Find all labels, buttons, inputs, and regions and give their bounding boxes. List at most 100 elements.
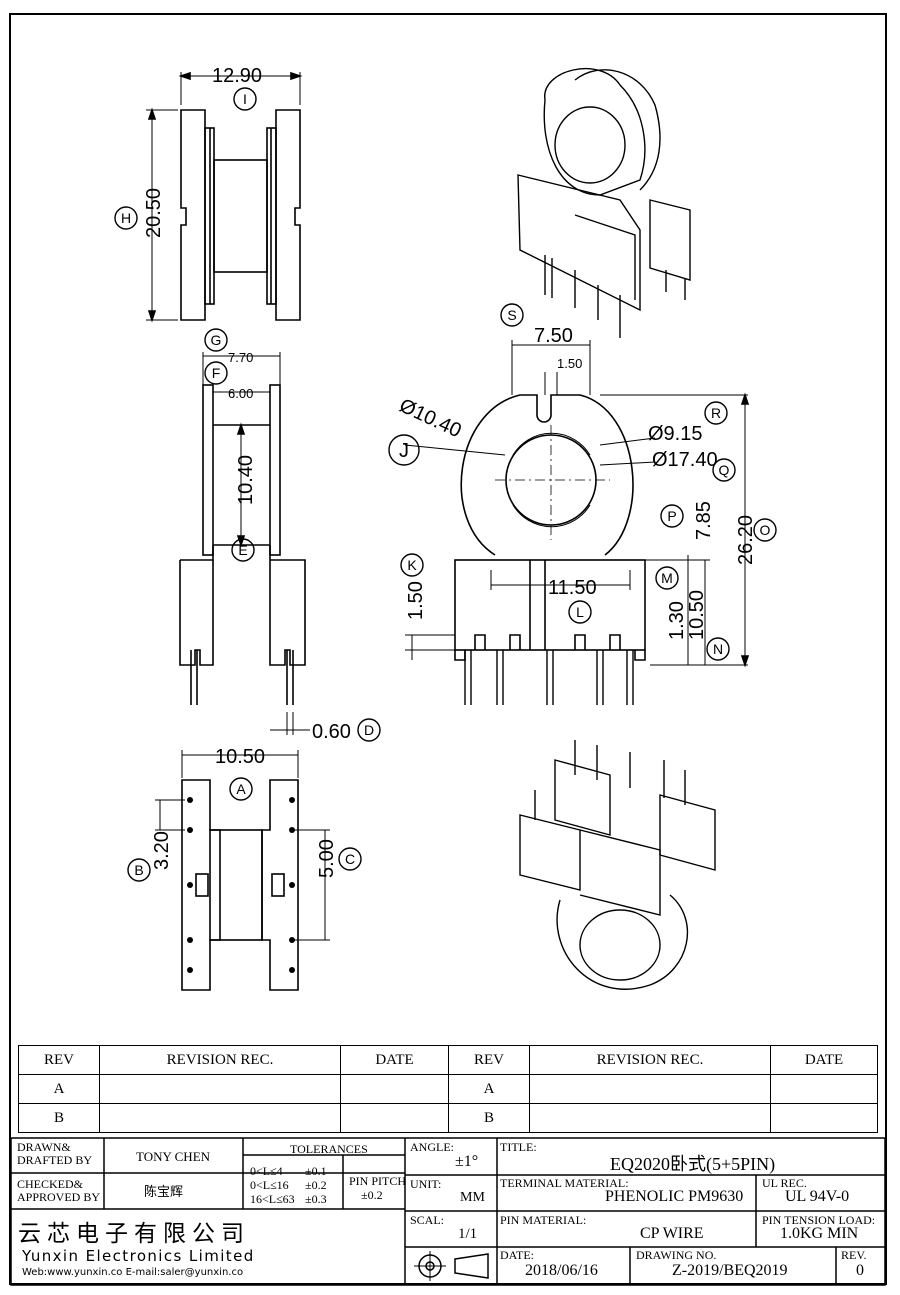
drawing-no-value: Z-2019/BEQ2019: [672, 1262, 788, 1279]
callout-I: I: [243, 91, 247, 107]
pin-pitch-label: PIN PITCH: [349, 1174, 407, 1188]
company-contact: Web:www.yunxin.co E-mail:saler@yunxin.co: [22, 1267, 244, 1278]
unit-label: UNIT:: [410, 1177, 442, 1191]
side-view: [179, 352, 310, 735]
drawn-value: TONY CHEN: [136, 1149, 211, 1164]
dim-7-70: 7.70: [228, 350, 253, 365]
date-label: DATE:: [500, 1248, 534, 1262]
rev-cell: A: [448, 1074, 530, 1104]
rev-cell: B: [18, 1103, 100, 1133]
revision-cell: [99, 1103, 341, 1133]
dim-6-00: 6.00: [228, 386, 253, 401]
revision-table: REV REVISION REC. DATE REV REVISION REC.…: [18, 1045, 878, 1133]
company-name-en: Yunxin Electronics Limited: [22, 1247, 255, 1265]
dim-7-50: 7.50: [534, 325, 573, 347]
title-label: TITLE:: [500, 1140, 537, 1154]
scale-value: 1/1: [458, 1226, 478, 1242]
rev-header: REV: [18, 1045, 100, 1075]
drawing-frame: [9, 13, 887, 1285]
dim-5-00: 5.00: [316, 839, 338, 878]
callout-F: F: [212, 365, 221, 381]
pin-tension-value: 1.0KG MIN: [780, 1225, 859, 1242]
dimension-labels: 12.90 20.50 7.70 6.00 10.40 0.60 10.50 3…: [143, 65, 757, 878]
pin-tension-label: PIN TENSION LOAD:: [762, 1213, 876, 1227]
tol-range-2: 0<L≤16: [250, 1178, 289, 1192]
revision-cell: [99, 1074, 341, 1104]
callout-K: K: [407, 557, 417, 573]
callout-G: G: [211, 332, 222, 348]
rev-cell: A: [18, 1074, 100, 1104]
callout-L: L: [576, 604, 584, 620]
company-name-cn: 云芯电子有限公司: [18, 1221, 250, 1247]
isometric-view-top: [517, 68, 691, 338]
callout-C: C: [345, 851, 355, 867]
date-cell: [770, 1103, 878, 1133]
dim-1-50-b: 1.50: [405, 581, 427, 620]
technical-drawing: I H G F E D A B C S J R Q P O K L M N 12…: [114, 65, 777, 991]
dim-20-50: 20.50: [143, 188, 165, 238]
title-block-grid: [10, 1137, 886, 1286]
checked-label: CHECKED& APPROVED BY: [17, 1177, 101, 1204]
dim-10-40: 10.40: [235, 455, 257, 505]
callout-P: P: [667, 508, 676, 524]
isometric-view-bottom: [519, 740, 716, 990]
tol-value-1: ±0.1: [305, 1164, 327, 1178]
rev-label: REV.: [841, 1248, 867, 1262]
date-header-2: DATE: [770, 1045, 878, 1075]
revision-rec-header: REVISION REC.: [99, 1045, 341, 1075]
revision-row: A A: [18, 1074, 878, 1104]
tol-value-2: ±0.2: [305, 1178, 327, 1192]
front-view: [404, 340, 750, 705]
scale-label: SCAL:: [410, 1213, 445, 1227]
rev-cell: B: [448, 1103, 530, 1133]
callout-A: A: [236, 781, 246, 797]
dim-phi-9-15: Ø9.15: [648, 423, 702, 445]
date-value: 2018/06/16: [525, 1262, 598, 1279]
top-view: [146, 71, 303, 323]
callout-S: S: [507, 307, 516, 323]
revision-cell: [529, 1074, 771, 1104]
callout-J: J: [399, 440, 409, 462]
checked-value: 陈宝辉: [144, 1184, 184, 1199]
callout-E: E: [238, 542, 247, 558]
callout-D: D: [364, 722, 374, 738]
angle-value: ±1°: [455, 1153, 479, 1170]
date-header: DATE: [340, 1045, 449, 1075]
pin-material-label: PIN MATERIAL:: [500, 1213, 587, 1227]
dim-26-20: 26.20: [735, 515, 757, 565]
rev-header-2: REV: [448, 1045, 530, 1075]
ul-value: UL 94V-0: [785, 1188, 850, 1205]
tol-range-1: 0<L≤4: [250, 1164, 283, 1178]
drawing-no-label: DRAWING NO.: [636, 1248, 717, 1262]
callouts: [114, 87, 777, 882]
callout-M: M: [661, 570, 673, 586]
dim-phi-17-40: Ø17.40: [652, 449, 718, 471]
dim-10-50-b: 10.50: [686, 590, 708, 640]
unit-value: MM: [460, 1190, 485, 1205]
date-cell: [770, 1074, 878, 1104]
pin-material-value: CP WIRE: [640, 1225, 704, 1242]
callout-R: R: [711, 405, 721, 421]
tol-range-3: 16<L≤63: [250, 1192, 295, 1206]
angle-label: ANGLE:: [410, 1140, 454, 1154]
terminal-material-label: TERMINAL MATERIAL:: [500, 1176, 629, 1190]
drawn-label: DRAWN& DRAFTED BY: [17, 1140, 93, 1167]
callout-B: B: [134, 862, 143, 878]
dim-11-50: 11.50: [548, 577, 597, 599]
terminal-material-value: PHENOLIC PM9630: [605, 1188, 744, 1205]
title-value: EQ2020卧式(5+5PIN): [610, 1154, 776, 1174]
rev-value: 0: [856, 1262, 864, 1279]
revision-row: B B: [18, 1103, 878, 1133]
pin-pitch-value: ±0.2: [361, 1188, 383, 1202]
revision-rec-header-2: REVISION REC.: [529, 1045, 771, 1075]
dim-12-90: 12.90: [212, 65, 262, 87]
dim-7-85: 7.85: [693, 501, 715, 540]
callout-Q: Q: [719, 462, 730, 478]
dim-10-50: 10.50: [215, 746, 265, 768]
date-cell: [340, 1074, 449, 1104]
revision-cell: [529, 1103, 771, 1133]
ul-label: UL REC.: [762, 1176, 807, 1190]
bottom-view: [155, 750, 330, 991]
callout-O: O: [760, 522, 771, 538]
date-cell: [340, 1103, 449, 1133]
